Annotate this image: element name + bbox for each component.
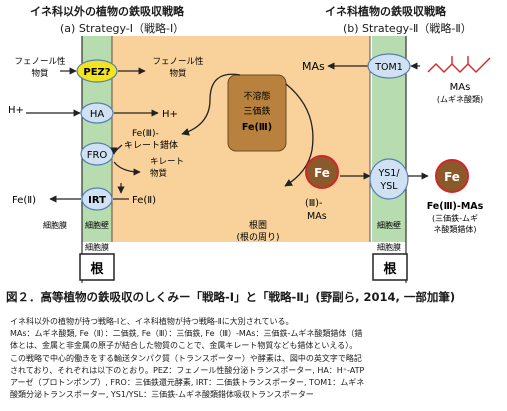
left-strategy-subtitle: (a) Strategy-Ⅰ（戦略-Ⅰ） xyxy=(60,22,185,35)
h-out-label: H+ xyxy=(8,105,24,116)
right-cell-wall-label: 細胞壁 xyxy=(377,220,401,230)
insoluble-label-3: Fe(Ⅲ) xyxy=(242,122,272,133)
right-root-label: 根 xyxy=(383,261,397,277)
mas-molecule-label: MAs xyxy=(450,82,471,93)
description-line-3: 体とは、金属と非金属の原子が結合した物質のことで、金属キレート物質なども錯体とい… xyxy=(10,341,358,351)
chelating-agent-label-1: キレート xyxy=(150,157,184,167)
insoluble-to-fe-mas-arrow xyxy=(284,83,314,187)
figure-caption: 図２．高等植物の鉄吸収のしくみー「戦略-Ⅰ」と「戦略-Ⅱ」(野副ら, 2014,… xyxy=(6,290,456,304)
complex-note-1: (三価鉄-ムギ xyxy=(432,213,478,223)
rhizosphere-label-2: (根の周り) xyxy=(236,231,279,243)
description-line-7: 酸類分泌トランスポーター, YS1/YSL：三価鉄-ムギネ酸類錯体吸収トランスポ… xyxy=(10,390,314,400)
tom1-transporter xyxy=(367,53,411,79)
phenol-out-label-2: 物質 xyxy=(31,68,49,79)
fe-mas-right-ball xyxy=(436,160,468,192)
mugineic-acids-label: (ムギネ酸類) xyxy=(437,94,483,104)
mas-molecule-branch-3 xyxy=(483,57,491,65)
left-strategy-title: イネ科以外の植物の鉄吸収戦略 xyxy=(30,5,184,18)
fe-mas-right-label: Fe(Ⅲ)-MAs xyxy=(427,201,484,212)
pez-label: PEZ? xyxy=(83,67,110,78)
fe-mas-left-label-2: MAs xyxy=(307,211,327,222)
iron-uptake-diagram: PEZ? HA FRO IRT フェノール性 物質 フェノール性 物質 H+ H… xyxy=(8,36,491,283)
complex-note-2: ネ酸類錯体) xyxy=(433,224,476,234)
fro-to-chelator-arrow xyxy=(113,161,141,176)
insoluble-to-chelate-arrow xyxy=(181,73,241,136)
fe-mas-right-ring xyxy=(435,159,469,193)
ha-transporter xyxy=(80,102,114,124)
right-cell-membrane-label: 細胞膜 xyxy=(377,242,401,252)
left-root-label: 根 xyxy=(90,261,104,277)
phenol-in-label-1: フェノール性 xyxy=(152,56,204,67)
right-strategy-title: イネ科植物の鉄吸収戦略 xyxy=(325,5,446,18)
fe-mas-left-label-1: (Ⅲ)- xyxy=(305,198,322,209)
phenol-in-label-2: 物質 xyxy=(169,68,187,79)
right-root-box xyxy=(372,253,408,281)
chelate-complex-label-1: Fe(Ⅲ)- xyxy=(132,129,159,139)
fro-label: FRO xyxy=(87,150,108,161)
insoluble-fe3-box xyxy=(227,74,287,152)
rhizosphere-label-1: 根圏 xyxy=(249,219,267,231)
left-root-box xyxy=(79,253,115,281)
fe-right-label: Fe xyxy=(444,170,460,184)
fe2-in-label: Fe(Ⅱ) xyxy=(132,195,156,206)
right-strategy-subtitle: (b) Strategy-Ⅱ（戦略-Ⅱ） xyxy=(343,22,472,35)
left-cell-wall-label: 細胞壁 xyxy=(85,220,109,230)
description-line-5: されており、それぞれは以下のとおり。PEZ：フェノール性酸分泌トランスポーター,… xyxy=(10,365,365,375)
fe-left-label: Fe xyxy=(314,166,330,180)
ys1-label-1: YS1/ xyxy=(377,168,400,179)
left-cell-membrane-bottom-label: 細胞膜 xyxy=(85,242,109,252)
insoluble-label-1: 不溶態 xyxy=(243,90,270,102)
chelate-to-fro-arrow xyxy=(110,144,123,155)
left-cell-membrane-label: 細胞膜 xyxy=(43,220,67,230)
h-in-label: H+ xyxy=(162,109,178,120)
description-line-4: この戦略で中心的働きをする輸送タンパク質（トランスポーター）や酵素は、図中の英文… xyxy=(10,353,362,363)
fe2-out-label: Fe(Ⅱ) xyxy=(12,195,36,206)
chelating-agent-label-2: 物質 xyxy=(150,168,168,179)
irt-label: IRT xyxy=(88,195,106,206)
figure-description: イネ科以外の植物が持つ戦略-Ⅰと、イネ科植物が持つ戦略-Ⅱに大別されている。 M… xyxy=(10,316,500,401)
ys1-transporter xyxy=(369,158,409,200)
phenol-out-label-1: フェノール性 xyxy=(14,56,66,67)
fe-mas-left-ball xyxy=(306,156,338,188)
fe-mas-left-ring xyxy=(305,155,339,189)
ys1-label-2: YSL xyxy=(379,181,398,192)
mas-molecule-icon xyxy=(427,63,485,73)
chelate-complex-label-2: キレート錯体 xyxy=(124,139,178,151)
mas-secreted-label: MAs xyxy=(302,60,325,73)
ha-label: HA xyxy=(90,109,105,120)
insoluble-label-2: 三価鉄 xyxy=(243,105,270,117)
irt-transporter xyxy=(81,187,113,211)
tom1-label: TOM1 xyxy=(374,62,403,73)
description-line-6: アーゼ（プロトンポンプ）, FRO：三価鉄還元酵素, IRT：二価鉄トランスポー… xyxy=(10,378,365,388)
description-line-1: イネ科以外の植物が持つ戦略-Ⅰと、イネ科植物が持つ戦略-Ⅱに大別されている。 xyxy=(10,317,294,326)
description-line-2: MAs：ムギネ酸類, Fe（Ⅱ）：二価鉄, Fe（Ⅲ）：三価鉄, Fe（Ⅲ）-M… xyxy=(10,329,363,339)
pez-transporter xyxy=(76,59,118,83)
